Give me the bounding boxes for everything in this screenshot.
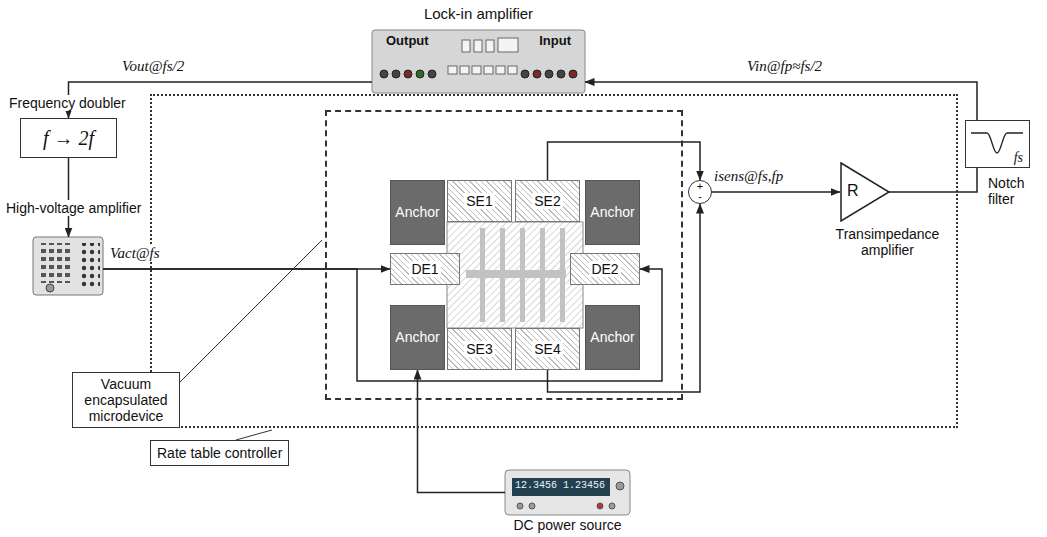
drive-electrode: DE2 [570, 253, 640, 285]
anchor-block: Anchor [585, 305, 640, 370]
rate-table-region: Rate table controllerVacuum encapsulated… [150, 94, 958, 428]
amplifier-triangle: RTransimpedance amplifier [840, 162, 890, 222]
signal-wire [68, 158, 70, 237]
sense-electrode: SE3 [447, 328, 512, 370]
amplifier-keys [38, 243, 72, 283]
signal-label: Vact@fs [108, 245, 162, 262]
anchor-block: Anchor [585, 180, 640, 245]
amplifier-body [33, 237, 103, 295]
part-label: Anchor [590, 204, 634, 220]
device-title: Lock-in amplifier [372, 5, 585, 22]
port-label: Input [539, 34, 571, 49]
proof-mass [447, 222, 583, 328]
device-title: Notch filter [988, 175, 1044, 207]
callout-label: Rate table controller [150, 440, 289, 466]
sense-electrode: SE2 [515, 180, 580, 222]
high-voltage-amplifier: High-voltage amplifier [33, 237, 103, 295]
part-label: Anchor [590, 329, 634, 345]
callout-label: Vacuum encapsulated microdevice [72, 372, 180, 428]
signal-wire [712, 191, 840, 193]
drive-electrode: DE1 [390, 253, 460, 285]
lock-in-controls [448, 38, 518, 74]
part-label: Anchor [395, 329, 439, 345]
frequency-label: fs [1014, 150, 1023, 166]
device-title: High-voltage amplifier [4, 200, 143, 216]
function-label: f → 2f [21, 127, 116, 150]
part-label: SE2 [532, 193, 562, 209]
device-title: Frequency doubler [7, 95, 128, 111]
signal-wire [418, 370, 506, 493]
signal-label: Vin@fp≈fs/2 [745, 58, 824, 75]
part-label: DE2 [589, 261, 620, 277]
port-label: Output [386, 34, 429, 49]
comb-fingers [480, 252, 566, 322]
comb-spine [466, 270, 566, 278]
leader-line [178, 240, 322, 384]
amplifier-jacks [78, 243, 100, 287]
lock-in-amplifier: Lock-in amplifierOutputInput [372, 30, 585, 93]
component-label: R [847, 182, 859, 200]
display-value: 1.23456 [563, 480, 605, 492]
part-label: SE4 [532, 341, 562, 357]
device-title: Transimpedance amplifier [825, 226, 950, 258]
signal-wire [548, 142, 701, 180]
dc-power-source: 12.34561.23456DC power source [505, 470, 630, 515]
display-value: 12.3456 [515, 480, 557, 492]
summing-junction: +- [688, 180, 712, 204]
signal-label: Vout@fs/2 [120, 58, 186, 75]
power-supply-display [512, 478, 610, 496]
signal-wire [585, 82, 977, 120]
amplifier-knob [46, 284, 54, 292]
sense-electrode: SE4 [515, 328, 580, 370]
anchor-block: Anchor [390, 305, 445, 370]
anchor-block: Anchor [390, 180, 445, 245]
lock-in-body [372, 30, 585, 93]
part-label: SE1 [464, 193, 494, 209]
signal-wire [889, 168, 977, 192]
sense-electrode: SE1 [447, 180, 512, 222]
power-supply-body [505, 470, 630, 515]
filter-box: fsNotch filter [965, 120, 1030, 168]
signal-wire [103, 269, 662, 381]
part-label: SE3 [464, 341, 494, 357]
device-title: DC power source [505, 517, 630, 533]
part-label: DE1 [409, 261, 440, 277]
doubler-box: Frequency doublerf → 2f [20, 118, 117, 158]
signal-label: isens@fs,fp [712, 168, 785, 185]
sign-label: - [689, 191, 711, 202]
leader-line [236, 430, 272, 440]
part-label: Anchor [395, 204, 439, 220]
microdevice-region: Vacuum encapsulated microdeviceAnchorSE1… [325, 110, 683, 400]
